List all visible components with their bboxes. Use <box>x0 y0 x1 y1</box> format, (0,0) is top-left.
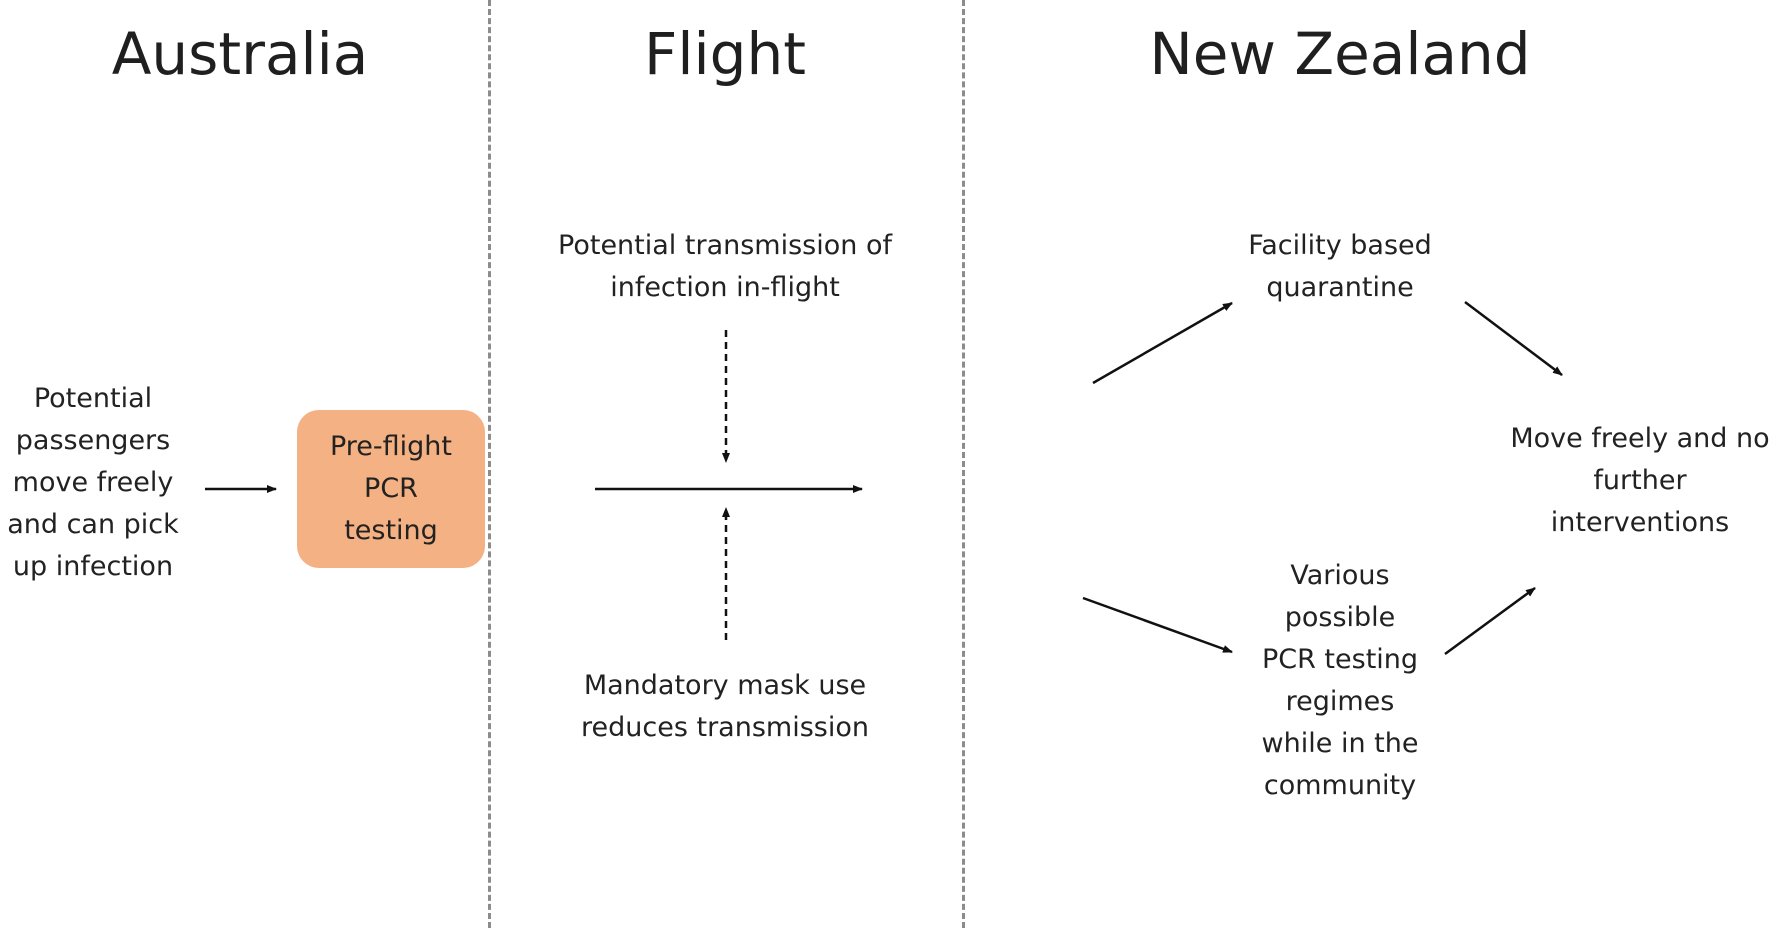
node-community-line: while in the <box>1261 728 1419 759</box>
node-facility-quarantine: Facility based quarantine <box>1200 225 1480 309</box>
node-community-line: community <box>1263 770 1417 801</box>
arrow-community-testing-to-move-freely <box>1444 586 1536 656</box>
node-community-pcr-testing: Various possible PCR testing regimes whi… <box>1215 555 1465 807</box>
node-move-freely-line: Move freely and no <box>1510 423 1770 454</box>
node-preflight-line: PCR <box>364 473 418 504</box>
node-preflight-pcr-testing: Pre-flight PCR testing <box>297 410 485 568</box>
node-community-line: regimes <box>1285 686 1395 717</box>
section-title-new-zealand: New Zealand <box>1149 20 1531 88</box>
node-preflight-line: Pre-flight <box>329 431 452 462</box>
node-mask-line: Mandatory mask use <box>583 670 867 701</box>
node-quarantine-line: Facility based <box>1248 230 1432 261</box>
divider-flight-new-zealand <box>962 0 965 928</box>
node-move-freely-line: interventions <box>1550 507 1730 538</box>
node-move-freely: Move freely and no further interventions <box>1475 418 1770 544</box>
node-passengers-line: move freely <box>12 467 174 498</box>
divider-australia-flight <box>488 0 491 928</box>
node-passengers-line: up infection <box>12 551 174 582</box>
node-move-freely-line: further <box>1593 465 1687 496</box>
node-quarantine-line: quarantine <box>1266 272 1414 303</box>
node-mask-line: reduces transmission <box>581 712 869 743</box>
node-inflight-transmission: Potential transmission of infection in-f… <box>520 225 930 309</box>
arrow-to-quarantine <box>1092 301 1233 385</box>
node-mask-use: Mandatory mask use reduces transmission <box>545 665 905 749</box>
node-preflight-line: testing <box>344 515 438 546</box>
node-passengers-line: passengers <box>15 425 171 456</box>
node-inflight-line: Potential transmission of <box>558 230 892 261</box>
node-community-line: Various <box>1290 560 1390 591</box>
arrow-quarantine-to-move-freely <box>1464 301 1563 376</box>
node-inflight-line: infection in-flight <box>610 272 840 303</box>
node-community-line: possible <box>1284 602 1396 633</box>
section-title-australia: Australia <box>111 20 369 88</box>
node-passengers-line: Potential <box>33 383 153 414</box>
node-community-line: PCR testing <box>1261 644 1419 675</box>
arrow-to-community-testing <box>1082 596 1233 654</box>
node-passengers: Potential passengers move freely and can… <box>0 378 198 588</box>
section-title-flight: Flight <box>644 20 806 88</box>
node-passengers-line: and can pick <box>7 509 179 540</box>
